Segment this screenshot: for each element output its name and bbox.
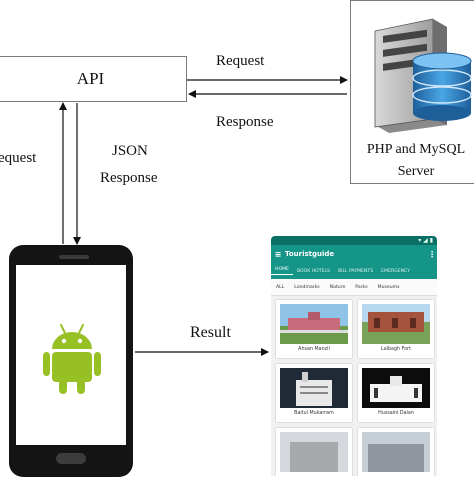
server-caption: PHP and MySQL Server — [366, 142, 466, 179]
place-name: Ahsan Manzil — [298, 347, 330, 352]
request-label-left: equest — [0, 150, 37, 166]
result-label: Result — [190, 324, 231, 341]
android-robot-icon — [43, 324, 101, 394]
app-filter-all[interactable]: ALL — [276, 284, 285, 290]
app-filter-museums[interactable]: Museums — [377, 284, 400, 290]
place-name: Lalbagh Fort — [381, 347, 411, 352]
database-icon — [412, 52, 472, 121]
request-label-top: Request — [216, 53, 265, 69]
place-card[interactable]: Hussaini Dalan — [358, 364, 434, 422]
app-tab-home[interactable]: HOME — [271, 267, 293, 275]
place-photo — [280, 368, 348, 408]
place-card[interactable] — [276, 428, 352, 476]
app-tab-bill-payments[interactable]: BILL PAYMENTS — [337, 268, 374, 274]
place-card[interactable]: Baitul Mukarram — [276, 364, 352, 422]
app-filter-bar: ALL Landmarks Nature Parks Museums — [271, 279, 437, 296]
api-box: API — [0, 56, 187, 102]
json-label: JSON — [112, 143, 148, 159]
response-label-top: Response — [216, 114, 274, 130]
place-name: Hussaini Dalan — [378, 411, 414, 416]
server-box: PHP and MySQL Server — [350, 0, 474, 184]
app-toolbar: ≡ Touristguide ⋮ — [271, 245, 437, 263]
api-label: API — [76, 69, 105, 88]
place-card[interactable] — [358, 428, 434, 476]
app-tab-book-hotels[interactable]: BOOK HOTELS — [296, 268, 330, 274]
app-title: Touristguide — [285, 250, 335, 258]
more-options-icon[interactable]: ⋮ — [428, 249, 436, 259]
app-filter-parks[interactable]: Parks — [355, 284, 368, 290]
place-photo — [362, 368, 430, 408]
place-photo — [280, 432, 348, 472]
place-photo — [362, 304, 430, 344]
phone-home-button — [56, 453, 86, 464]
android-phone — [9, 245, 133, 477]
place-photo — [362, 432, 430, 472]
phone-screen — [16, 265, 126, 445]
place-name: Baitul Mukarram — [294, 411, 334, 416]
menu-icon[interactable]: ≡ — [274, 249, 282, 259]
app-filter-nature[interactable]: Nature — [329, 284, 346, 290]
phone-speaker — [59, 255, 89, 259]
place-card[interactable]: Ahsan Manzil — [276, 300, 352, 358]
place-photo — [280, 304, 348, 344]
place-card[interactable]: Lalbagh Fort — [358, 300, 434, 358]
app-filter-landmarks[interactable]: Landmarks — [294, 284, 320, 290]
app-tab-emergency[interactable]: EMERGENCY — [381, 268, 410, 274]
json-response-label: Response — [100, 170, 158, 186]
app-status-bar: ▾ ◢ ▮ — [271, 236, 437, 245]
